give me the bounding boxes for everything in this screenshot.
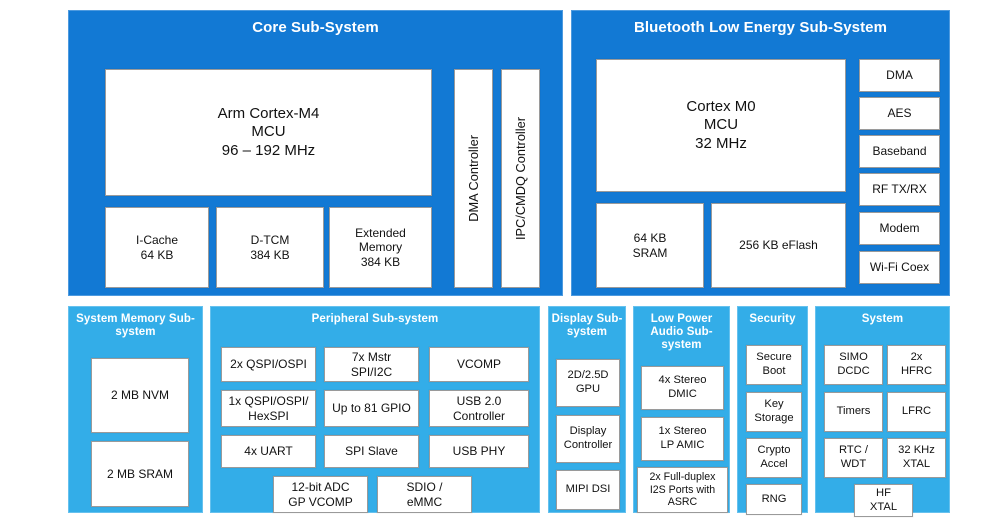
block-extended-memory: Extended Memory 384 KB <box>329 207 432 288</box>
panel-ble-subsystem: Bluetooth Low Energy Sub-System Cortex M… <box>571 10 950 296</box>
system-memory-subsystem-title: System Memory Sub-system <box>76 313 195 339</box>
ble-subsystem-title: Bluetooth Low Energy Sub-System <box>633 19 888 36</box>
display-subsystem-title: Display Sub-system <box>551 313 623 339</box>
block-2d-25d-gpu: 2D/2.5D GPU <box>556 359 620 407</box>
security-subsystem-title: Security <box>749 313 796 325</box>
block-2x-full-duplex-i2s-asrc: 2x Full-duplex I2S Ports with ASRC <box>637 467 728 513</box>
block-4x-uart: 4x UART <box>221 435 316 468</box>
block-up-to-81-gpio: Up to 81 GPIO <box>324 390 419 427</box>
block-ble-aes: AES <box>859 97 940 130</box>
block-sdio-emmc: SDIO / eMMC <box>377 476 472 513</box>
block-display-controller: Display Controller <box>556 415 620 463</box>
panel-peripheral-subsystem: Peripheral Sub-system 2x QSPI/OSPI 7x Ms… <box>210 306 540 513</box>
block-mipi-dsi: MIPI DSI <box>556 470 620 510</box>
low-power-audio-subsystem-title: Low Power Audio Sub-system <box>650 313 713 352</box>
block-12bit-adc-gp-vcomp: 12-bit ADC GP VCOMP <box>273 476 368 513</box>
panel-security-subsystem: Security Secure Boot Key Storage Crypto … <box>737 306 808 515</box>
block-rng: RNG <box>746 484 802 515</box>
block-2x-qspi-ospi: 2x QSPI/OSPI <box>221 347 316 382</box>
panel-system-memory-subsystem: System Memory Sub-system 2 MB NVM 2 MB S… <box>68 306 203 513</box>
block-lfrc: LFRC <box>887 392 946 432</box>
block-arm-cortex-m4-mcu: Arm Cortex-M4 MCU 96 – 192 MHz <box>105 69 432 196</box>
block-7x-mstr-spi-i2c: 7x Mstr SPI/I2C <box>324 347 419 382</box>
block-2mb-nvm: 2 MB NVM <box>91 358 189 433</box>
block-dma-controller: DMA Controller <box>454 69 493 288</box>
block-2mb-sram: 2 MB SRAM <box>91 441 189 507</box>
core-subsystem-title: Core Sub-System <box>252 19 379 36</box>
panel-low-power-audio-subsystem: Low Power Audio Sub-system 4x Stereo DMI… <box>633 306 730 513</box>
block-hf-xtal: HF XTAL <box>854 484 913 517</box>
panel-core-subsystem: Core Sub-System Arm Cortex-M4 MCU 96 – 1… <box>68 10 563 296</box>
block-1x-stereo-lp-amic: 1x Stereo LP AMIC <box>641 417 724 461</box>
block-ble-rf-tx-rx: RF TX/RX <box>859 173 940 206</box>
panel-display-subsystem: Display Sub-system 2D/2.5D GPU Display C… <box>548 306 626 513</box>
block-timers: Timers <box>824 392 883 432</box>
block-i-cache: I-Cache 64 KB <box>105 207 209 288</box>
block-ble-dma: DMA <box>859 59 940 92</box>
block-2x-hfrc: 2x HFRC <box>887 345 946 385</box>
block-1x-qspi-ospi-hexspi: 1x QSPI/OSPI/ HexSPI <box>221 390 316 427</box>
block-crypto-accel: Crypto Accel <box>746 438 802 478</box>
block-key-storage: Key Storage <box>746 392 802 432</box>
block-ipc-cmdq-controller: IPC/CMDQ Controller <box>501 69 540 288</box>
block-ble-wifi-coex: Wi-Fi Coex <box>859 251 940 284</box>
block-spi-slave: SPI Slave <box>324 435 419 468</box>
panel-system-subsystem: System SIMO DCDC 2x HFRC Timers LFRC RTC… <box>815 306 950 517</box>
block-ble-sram: 64 KB SRAM <box>596 203 704 288</box>
block-ble-eflash: 256 KB eFlash <box>711 203 846 288</box>
block-d-tcm: D-TCM 384 KB <box>216 207 324 288</box>
peripheral-subsystem-title: Peripheral Sub-system <box>311 313 439 325</box>
block-rtc-wdt: RTC / WDT <box>824 438 883 478</box>
block-ble-modem: Modem <box>859 212 940 245</box>
block-secure-boot: Secure Boot <box>746 345 802 385</box>
block-4x-stereo-dmic: 4x Stereo DMIC <box>641 366 724 410</box>
block-simo-dcdc: SIMO DCDC <box>824 345 883 385</box>
system-subsystem-title: System <box>861 313 904 325</box>
block-cortex-m0-mcu: Cortex M0 MCU 32 MHz <box>596 59 846 192</box>
dma-controller-label: DMA Controller <box>465 135 481 222</box>
block-ble-baseband: Baseband <box>859 135 940 168</box>
ipc-cmdq-controller-label: IPC/CMDQ Controller <box>512 116 528 240</box>
block-vcomp: VCOMP <box>429 347 529 382</box>
block-usb-phy: USB PHY <box>429 435 529 468</box>
block-usb-2-controller: USB 2.0 Controller <box>429 390 529 427</box>
block-32khz-xtal: 32 KHz XTAL <box>887 438 946 478</box>
